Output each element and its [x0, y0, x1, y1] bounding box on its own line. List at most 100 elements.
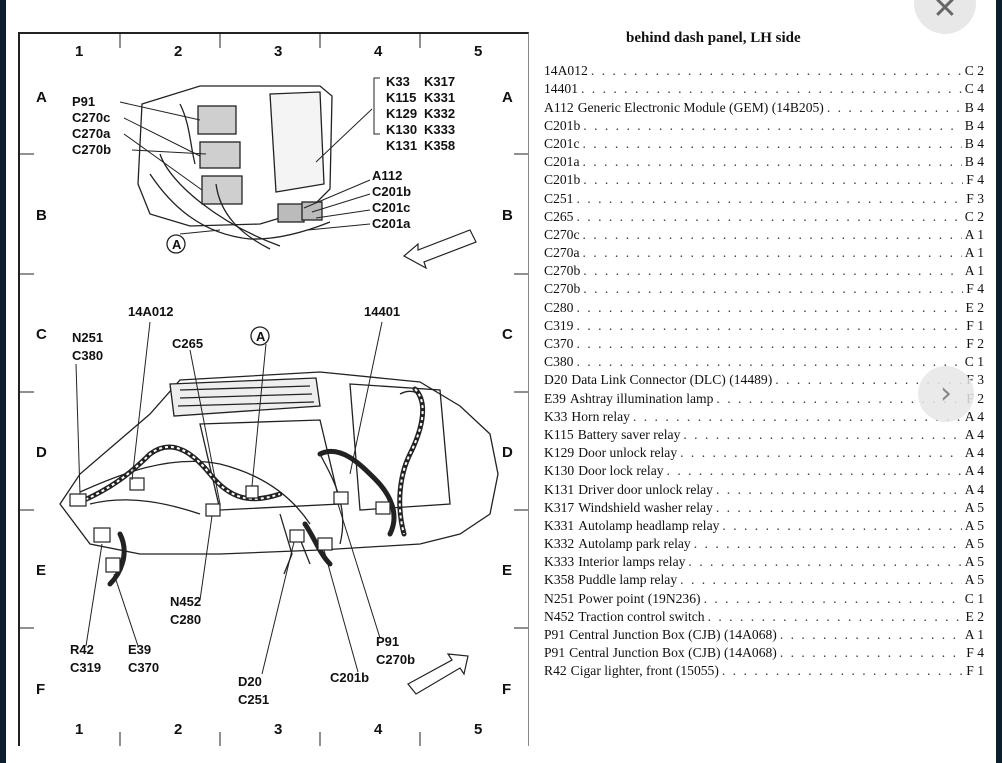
index-code: N251 [544, 590, 575, 606]
index-row: C201b . . . . . . . . . . . . . . . . . … [544, 116, 984, 134]
grid-ticks [20, 34, 528, 746]
index-grid-ref: B 4 [964, 135, 984, 151]
index-grid-ref: A 5 [964, 554, 984, 570]
index-code: C270b [544, 263, 581, 279]
index-grid-ref: A 5 [964, 499, 984, 515]
col-label-bottom-2: 2 [174, 721, 182, 738]
index-leader-dots: . . . . . . . . . . . . . . . . . . . . … [632, 408, 962, 424]
index-row: C270b . . . . . . . . . . . . . . . . . … [544, 279, 984, 297]
row-label-right-a: A [502, 89, 513, 106]
callout-c265: C265 [172, 336, 203, 351]
index-leader-dots: . . . . . . . . . . . . . . . . . . . . … [582, 226, 962, 242]
index-code: C201a [544, 154, 580, 170]
callout-r42: R42 [70, 642, 94, 657]
index-row: C270c . . . . . . . . . . . . . . . . . … [544, 225, 984, 243]
index-leader-dots: . . . . . . . . . . . . . . . . . . . . … [680, 445, 962, 461]
index-code: C270c [544, 226, 580, 242]
callout-k358: K358 [424, 138, 455, 153]
row-label-left-d: D [36, 444, 47, 461]
col-label-top-3: 3 [274, 43, 282, 60]
index-description: Door unlock relay [578, 445, 678, 461]
callout-d20: D20 [238, 674, 262, 689]
index-row: C270b . . . . . . . . . . . . . . . . . … [544, 261, 984, 279]
index-description: Horn relay [571, 408, 630, 424]
callout-n452: N452 [170, 594, 201, 609]
index-leader-dots: . . . . . . . . . . . . . . . . . . . . … [715, 499, 962, 515]
index-leader-dots: . . . . . . . . . . . . . . . . . . . . … [826, 99, 962, 115]
callout-14401: 14401 [364, 304, 400, 319]
callout-circle-a-top: A [172, 237, 182, 252]
index-code: K115 [544, 426, 574, 442]
reference-a-circle-top [166, 234, 186, 254]
index-row: C270a . . . . . . . . . . . . . . . . . … [544, 243, 984, 261]
col-label-bottom-1: 1 [75, 721, 83, 738]
row-label-left-e: E [36, 562, 46, 579]
index-code: K130 [544, 463, 575, 479]
index-leader-dots: . . . . . . . . . . . . . . . . . . . . … [716, 390, 963, 406]
index-code: C270a [544, 245, 580, 261]
row-label-right-d: D [502, 444, 513, 461]
index-code: C201b [544, 117, 581, 133]
index-grid-ref: F 4 [966, 172, 984, 188]
index-code: C319 [544, 317, 574, 333]
callout-c201b-top: C201b [372, 184, 411, 199]
index-code: R42 [544, 663, 567, 679]
index-grid-ref: A 4 [964, 463, 984, 479]
index-code: K317 [544, 499, 575, 515]
index-leader-dots: . . . . . . . . . . . . . . . . . . . . … [576, 354, 961, 370]
junction-box-drawing [137, 85, 333, 250]
index-code: K129 [544, 445, 575, 461]
index-leader-dots: . . . . . . . . . . . . . . . . . . . . … [576, 208, 961, 224]
callout-c270c: C270c [72, 110, 110, 125]
callout-p91-bottom: P91 [376, 634, 399, 649]
index-grid-ref: E 2 [965, 299, 985, 315]
index-leader-dots: . . . . . . . . . . . . . . . . . . . . … [583, 172, 963, 188]
document-page: 1 2 3 4 5 1 2 3 4 5 A B C D E F A B C D … [6, 0, 996, 763]
callout-k131: K131 [386, 138, 417, 153]
index-grid-ref: A 1 [964, 226, 984, 242]
index-leader-dots: . . . . . . . . . . . . . . . . . . . . … [779, 627, 962, 642]
index-leader-dots: . . . . . . . . . . . . . . . . . . . . … [583, 281, 963, 297]
index-leader-dots: . . . . . . . . . . . . . . . . . . . . … [775, 372, 963, 388]
index-description: Cigar lighter, front (15055) [570, 663, 719, 679]
index-leader-dots: . . . . . . . . . . . . . . . . . . . . … [779, 645, 963, 661]
index-leader-dots: . . . . . . . . . . . . . . . . . . . . … [703, 590, 962, 606]
close-icon: ✕ [932, 0, 958, 26]
callout-c270b-top: C270b [72, 142, 111, 157]
index-code: C380 [544, 354, 574, 370]
col-label-top-5: 5 [474, 43, 482, 60]
index-code: C370 [544, 336, 574, 351]
index-code: K331 [544, 517, 575, 533]
callout-k317: K317 [424, 74, 455, 89]
index-row: C370 . . . . . . . . . . . . . . . . . .… [544, 334, 984, 352]
index-description: Traction control switch [578, 608, 705, 624]
index-code: C201b [544, 172, 581, 188]
callout-k332: K332 [424, 106, 455, 121]
callout-n251: N251 [72, 330, 103, 345]
index-code: A112 [544, 99, 574, 115]
index-description: Autolamp headlamp relay [578, 517, 720, 533]
chevron-right-icon: › [940, 376, 952, 411]
callout-c380: C380 [72, 348, 103, 363]
row-label-right-c: C [502, 326, 513, 343]
callout-k331: K331 [424, 90, 455, 105]
next-page-button[interactable]: › [918, 366, 974, 422]
index-leader-dots: . . . . . . . . . . . . . . . . . . . . … [721, 663, 963, 679]
index-title: behind dash panel, LH side [626, 30, 801, 46]
harness-highlight [79, 388, 424, 535]
index-leader-dots: . . . . . . . . . . . . . . . . . . . . … [688, 554, 961, 570]
index-code: P91 [544, 627, 566, 642]
close-button[interactable]: ✕ [914, 0, 976, 34]
index-leader-dots: . . . . . . . . . . . . . . . . . . . . … [590, 63, 962, 79]
index-leader-dots: . . . . . . . . . . . . . . . . . . . . … [582, 135, 962, 151]
